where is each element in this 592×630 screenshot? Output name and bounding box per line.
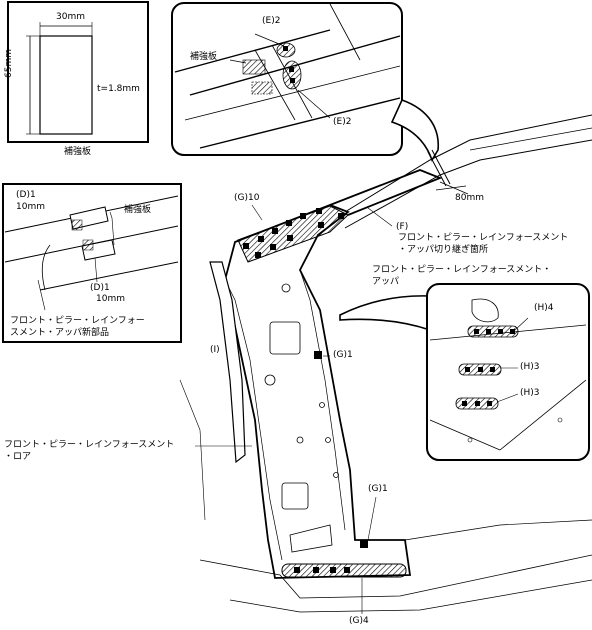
inset-d-dim-top: 10mm bbox=[16, 202, 45, 212]
inset-d-label-bottom: (D)1 bbox=[90, 283, 110, 293]
label-g1-upper: (G)1 bbox=[333, 350, 353, 360]
inset-d-plate-label: 補強板 bbox=[124, 205, 152, 215]
label-g1-lower: (G)1 bbox=[368, 484, 388, 494]
inset-d bbox=[2, 183, 182, 343]
inset-d-caption-line1: フロント・ピラー・レインフォー bbox=[10, 316, 145, 326]
inset-h bbox=[339, 283, 590, 461]
reinforcement-plate-shape bbox=[39, 35, 93, 135]
inset-h-label-2: (H)3 bbox=[520, 362, 540, 372]
inset-h-label-3: (H)3 bbox=[520, 388, 540, 398]
inset-e bbox=[171, 2, 403, 156]
upper-caption-line2: アッパ bbox=[372, 277, 400, 287]
lower-caption-line2: ・ロア bbox=[4, 452, 32, 462]
plate-caption: 補強板 bbox=[64, 147, 92, 157]
cut-caption-line1: フロント・ピラー・レインフォースメント bbox=[398, 233, 569, 243]
label-g10: (G)10 bbox=[234, 193, 260, 203]
inset-e-label-top: (E)2 bbox=[262, 16, 281, 26]
label-i: (I) bbox=[210, 345, 220, 355]
dim-80mm-label: 80mm bbox=[455, 193, 484, 203]
plate-thickness-label: t=1.8mm bbox=[97, 84, 140, 94]
plate-height-label: 65mm bbox=[4, 49, 14, 78]
label-g4: (G)4 bbox=[349, 616, 369, 626]
label-f: (F) bbox=[396, 222, 409, 232]
inset-h-label-1: (H)4 bbox=[534, 303, 554, 313]
body-structure bbox=[179, 114, 592, 614]
plate-width-label: 30mm bbox=[56, 12, 85, 22]
inset-d-caption-line2: スメント・アッパ新部品 bbox=[10, 328, 110, 338]
lower-caption-line1: フロント・ピラー・レインフォースメント bbox=[4, 440, 175, 450]
inset-e-label-bottom: (E)2 bbox=[333, 117, 352, 127]
inset-d-dim-bottom: 10mm bbox=[96, 294, 125, 304]
inset-d-label-top: (D)1 bbox=[16, 190, 36, 200]
inset-e-plate-label: 補強板 bbox=[190, 52, 218, 62]
cut-caption-line2: ・アッパ切り継ぎ箇所 bbox=[398, 245, 489, 255]
upper-caption-line1: フロント・ピラー・レインフォースメント・ bbox=[372, 265, 552, 275]
plate-panel bbox=[7, 1, 149, 143]
